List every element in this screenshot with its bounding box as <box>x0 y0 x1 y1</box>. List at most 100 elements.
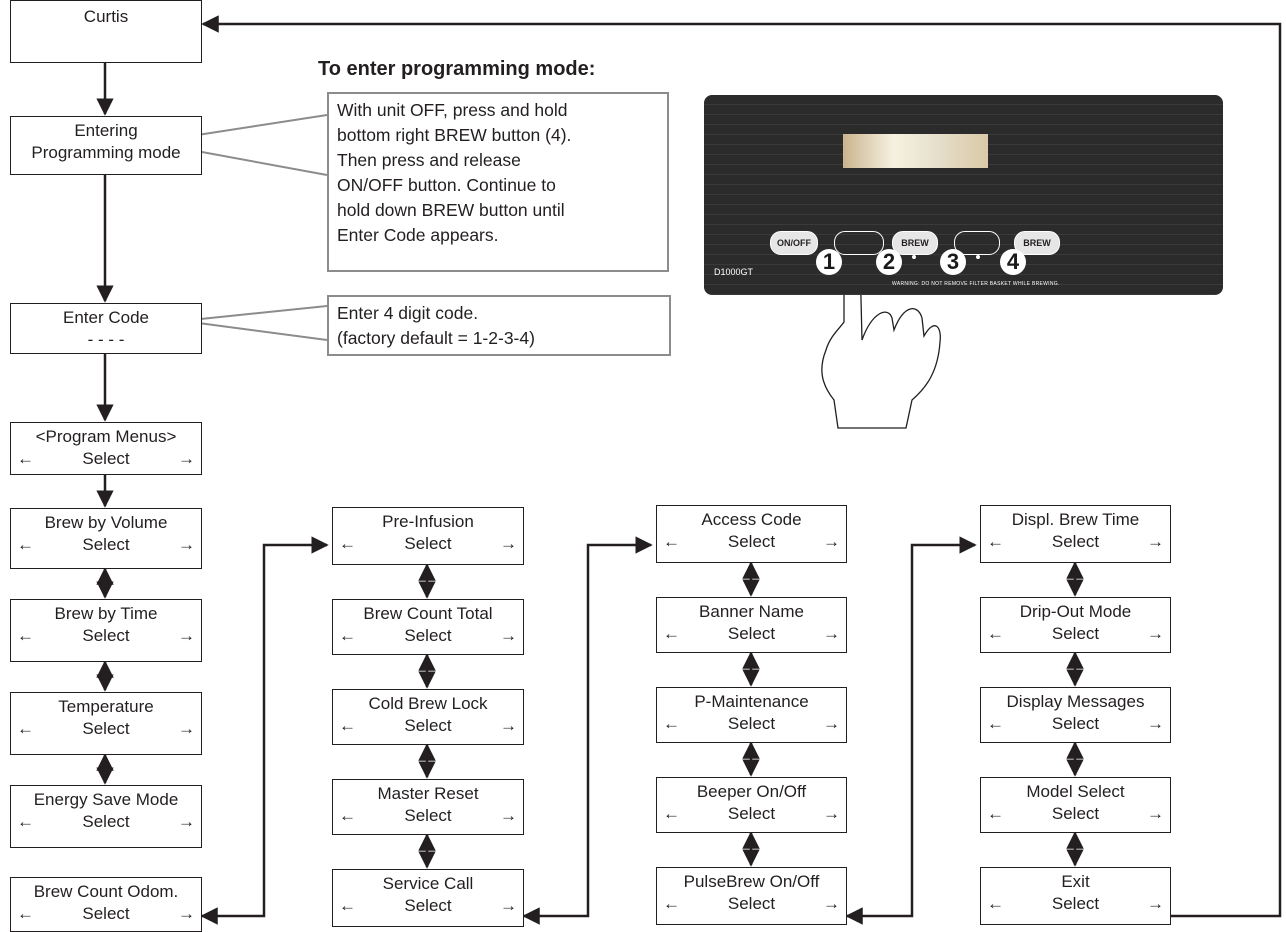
left-arrow-icon: ← <box>339 534 356 553</box>
left-arrow-icon: ← <box>17 904 34 923</box>
note-line: bottom right BREW button (4). <box>337 125 572 145</box>
on-off-button: ON/OFF <box>770 231 818 255</box>
menu-select-row: ←Select→ <box>11 535 201 555</box>
menu-box: Drip-Out Mode←Select→ <box>980 597 1171 653</box>
menu-title: Drip-Out Mode <box>1019 602 1132 621</box>
menu-title: Display Messages <box>1006 692 1145 711</box>
number-1-badge: 1 <box>816 249 842 275</box>
menu-title: Temperature <box>58 697 154 716</box>
note-line: hold down BREW button until <box>337 200 565 220</box>
curtis-box: Curtis <box>10 0 202 63</box>
left-arrow-icon: ← <box>339 626 356 645</box>
link-col3-col4 <box>845 536 977 925</box>
program-menus-select-row: ← Select → <box>11 449 201 469</box>
enter-code-dashes: - - - - <box>87 330 125 349</box>
right-arrow-icon: → <box>500 626 517 645</box>
left-arrow-icon: ← <box>663 714 680 733</box>
right-arrow-icon: → <box>1147 714 1164 733</box>
menu-box: Access Code←Select→ <box>656 505 847 563</box>
menu-box: Model Select←Select→ <box>980 777 1171 833</box>
select-label: Select <box>727 624 776 643</box>
right-arrow-icon: → <box>823 894 840 913</box>
left-arrow-icon: ← <box>17 535 34 554</box>
menu-select-row: ←Select→ <box>333 716 523 736</box>
menu-select-row: ←Select→ <box>11 719 201 739</box>
select-label: Select <box>1051 714 1100 733</box>
menu-select-row: ← Select → <box>981 894 1170 914</box>
program-menus-label: <Program Menus> <box>35 427 177 446</box>
note-line: ON/OFF button. Continue to <box>337 175 556 195</box>
select-label: Select <box>1051 624 1100 643</box>
right-arrow-icon: → <box>823 624 840 643</box>
left-arrow-icon: ← <box>17 449 34 468</box>
menu-title: Beeper On/Off <box>696 782 807 801</box>
select-label: Select <box>1051 894 1100 913</box>
menu-select-row: ←Select→ <box>657 804 846 824</box>
menu-select-row: ←Select→ <box>657 894 846 914</box>
link-exit-to-curtis <box>201 15 1282 918</box>
menu-title: Master Reset <box>377 784 479 803</box>
menu-box: Display Messages←Select→ <box>980 687 1171 743</box>
select-label: Select <box>82 449 130 468</box>
programming-instructions-note: With unit OFF, press and hold bottom rig… <box>327 92 669 272</box>
entering-line1: Entering <box>74 121 138 140</box>
menu-select-row: ←Select→ <box>11 626 201 646</box>
select-label: Select <box>404 626 452 645</box>
brew-button-2: BREW <box>892 231 938 255</box>
indicator-dot <box>976 255 980 259</box>
menu-select-row: ←Select→ <box>657 532 846 552</box>
entering-programming-box: Entering Programming mode <box>10 116 202 175</box>
right-arrow-icon: → <box>823 714 840 733</box>
menu-title: Displ. Brew Time <box>1011 510 1140 529</box>
brew-button-3 <box>954 231 1000 255</box>
number-4-badge: 4 <box>1000 249 1026 275</box>
right-arrow-icon: → <box>178 904 195 923</box>
menu-title: PulseBrew On/Off <box>683 872 820 891</box>
note-line: With unit OFF, press and hold <box>337 100 568 120</box>
right-arrow-icon: → <box>178 812 195 831</box>
menu-title: Brew by Time <box>54 604 158 623</box>
menu-title: P-Maintenance <box>694 692 809 711</box>
menu-select-row: ←Select→ <box>333 534 523 554</box>
right-arrow-icon: → <box>1147 894 1164 913</box>
menu-select-row: ←Select→ <box>981 714 1170 734</box>
menu-title: Banner Name <box>699 602 804 621</box>
right-arrow-icon: → <box>500 806 517 825</box>
menu-select-row: ←Select→ <box>981 532 1170 552</box>
left-arrow-icon: ← <box>17 719 34 738</box>
menu-select-row: ←Select→ <box>333 896 523 916</box>
left-arrow-icon: ← <box>339 896 356 915</box>
select-label: Select <box>727 804 776 823</box>
left-arrow-icon: ← <box>987 804 1004 823</box>
brew-button-1 <box>834 231 884 255</box>
right-arrow-icon: → <box>1147 624 1164 643</box>
right-arrow-icon: → <box>178 535 195 554</box>
menu-select-row: ←Select→ <box>333 806 523 826</box>
menu-title: Brew Count Odom. <box>33 882 179 901</box>
left-arrow-icon: ← <box>17 812 34 831</box>
menu-select-row: ←Select→ <box>657 624 846 644</box>
menu-select-row: ←Select→ <box>657 714 846 734</box>
select-label: Select <box>727 532 776 551</box>
select-label: Select <box>82 626 130 645</box>
right-arrow-icon: → <box>500 896 517 915</box>
menu-title: Brew by Volume <box>44 513 168 532</box>
note-line: Enter 4 digit code. <box>337 303 479 323</box>
lcd-display <box>843 134 988 168</box>
menu-title: Energy Save Mode <box>33 790 179 809</box>
left-arrow-icon: ← <box>987 894 1004 913</box>
menu-box: Energy Save Mode←Select→ <box>10 785 202 848</box>
menu-box: Brew by Time ←Select→ <box>10 599 202 662</box>
menu-select-row: ←Select→ <box>981 804 1170 824</box>
note-line: Enter Code appears. <box>337 225 499 245</box>
menu-title: Cold Brew Lock <box>368 694 488 713</box>
left-arrow-icon: ← <box>663 894 680 913</box>
enter-code-box: Enter Code - - - - <box>10 303 202 354</box>
note-line: (factory default = 1-2-3-4) <box>337 328 535 348</box>
menu-select-row: ← Select → <box>333 626 523 646</box>
right-arrow-icon: → <box>1147 532 1164 551</box>
left-arrow-icon: ← <box>339 716 356 735</box>
programming-heading: To enter programming mode: <box>318 58 596 80</box>
entering-line2: Programming mode <box>31 143 181 162</box>
select-label: Select <box>1051 804 1100 823</box>
